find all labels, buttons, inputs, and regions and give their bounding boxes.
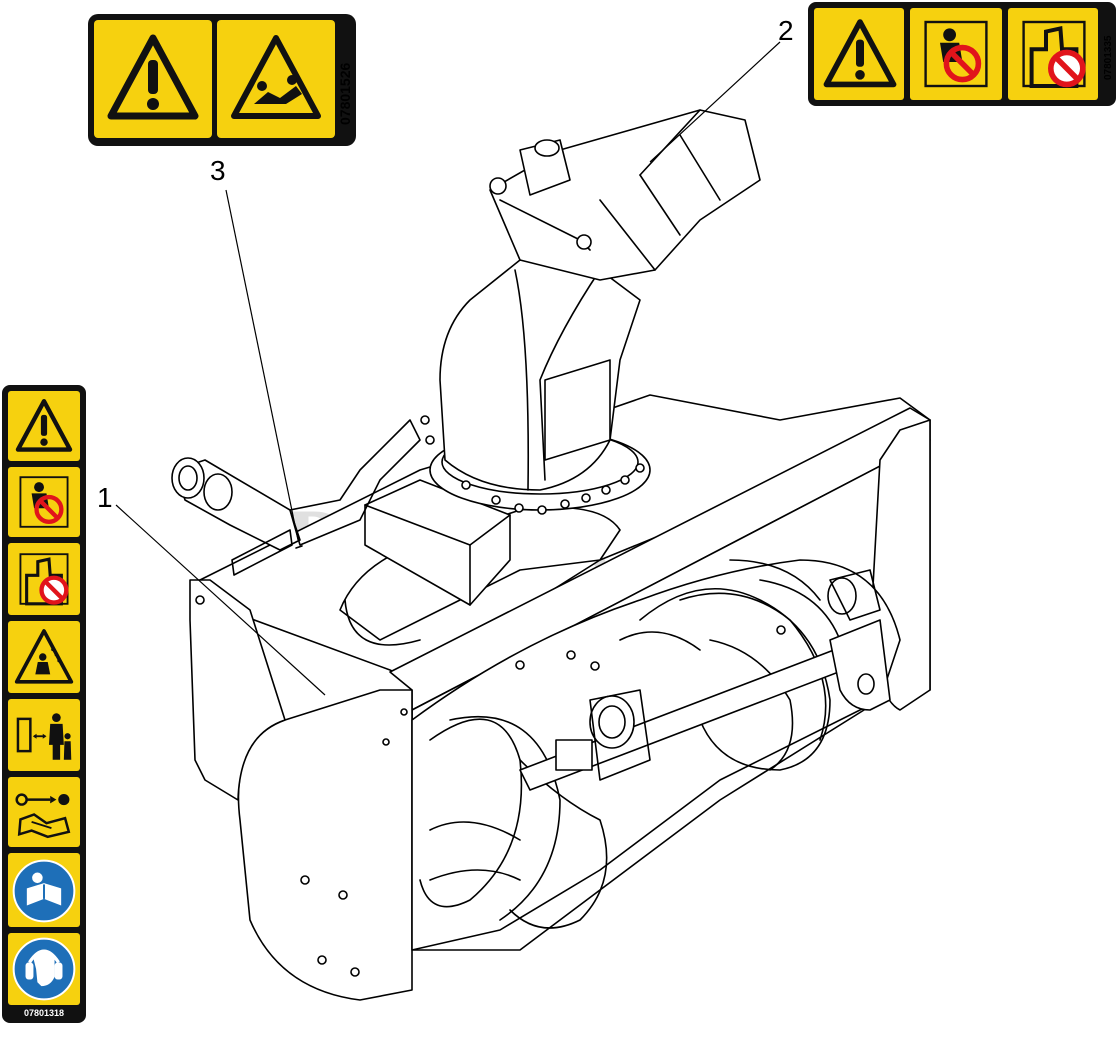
- callout-2: 2: [778, 15, 794, 46]
- leader-2: [649, 41, 781, 163]
- leader-3: [225, 189, 299, 541]
- decal-part-number: 07801335: [1103, 35, 1114, 80]
- decal-07801526: 07801526: [88, 14, 356, 146]
- callout-leaders: [115, 41, 781, 696]
- decal-07801335: 07801335: [808, 2, 1116, 106]
- decal-part-number: 07801318: [24, 1008, 64, 1018]
- callout-numbers: 1 2 3: [97, 15, 794, 513]
- callout-1: 1: [97, 482, 113, 513]
- hearing-protection-icon: [11, 936, 77, 1002]
- callout-3: 3: [210, 155, 226, 186]
- decal-07801318: 07801318: [2, 385, 86, 1023]
- leader-1: [115, 504, 326, 696]
- snowblower-illustration: [171, 109, 931, 1001]
- read-manual-icon: [12, 859, 76, 923]
- decal-part-number: 07801526: [337, 62, 353, 125]
